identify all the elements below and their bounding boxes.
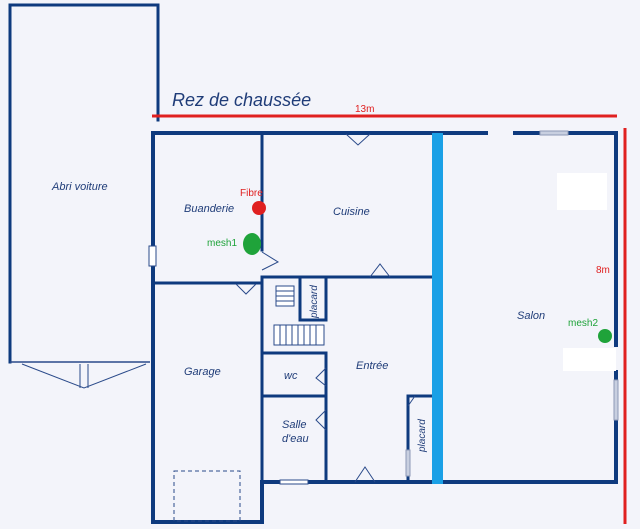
door-garage <box>235 283 257 295</box>
mesh1-marker <box>243 233 261 255</box>
room-cuisine: Cuisine <box>333 206 370 218</box>
room-abri-voiture: Abri voiture <box>51 181 108 193</box>
plan-title: Rez de chaussée <box>172 90 311 110</box>
room-salon: Salon <box>517 310 545 322</box>
door-buanderie <box>261 251 280 271</box>
carport <box>8 3 160 389</box>
door-wc <box>315 367 327 387</box>
stairs <box>273 285 325 346</box>
window-placard <box>405 449 411 477</box>
room-buanderie: Buanderie <box>184 203 234 215</box>
height-dimension-label: 8m <box>596 265 610 276</box>
door-cuisine-top <box>345 133 371 146</box>
fibre-marker <box>252 201 266 215</box>
window-salle-deau <box>279 479 309 485</box>
mesh2-label: mesh2 <box>568 318 598 329</box>
room-wc: wc <box>284 370 298 382</box>
window-buanderie <box>148 245 157 267</box>
room-placard-2: placard <box>417 419 428 453</box>
house-walls <box>151 131 618 524</box>
door-swings <box>235 133 416 483</box>
room-salle-deau-line1: Salle <box>282 419 306 431</box>
room-entree: Entrée <box>356 360 388 372</box>
room-salle-deau-line2: d'eau <box>282 433 309 445</box>
windows <box>148 130 619 485</box>
cable-bar <box>432 133 443 484</box>
fibre-label: Fibre <box>240 188 263 199</box>
room-garage: Garage <box>184 366 221 378</box>
door-entree <box>369 263 391 278</box>
window-salon-top <box>539 130 569 136</box>
garage-car-outline <box>173 470 241 522</box>
carport-gate-swing <box>21 363 147 389</box>
door-main <box>354 466 376 483</box>
mesh1-label: mesh1 <box>207 238 237 249</box>
carport-outline <box>8 3 160 364</box>
room-placard-1: placard <box>309 285 320 319</box>
door-salle-deau <box>315 409 327 431</box>
salon-blank-area-1 <box>557 173 607 210</box>
salon-blank-area-2 <box>563 348 616 371</box>
window-salon-right <box>613 379 619 421</box>
width-dimension-label: 13m <box>355 104 374 115</box>
mesh2-marker <box>598 329 612 343</box>
interior-walls <box>151 131 440 484</box>
door-placard2 <box>407 395 416 407</box>
